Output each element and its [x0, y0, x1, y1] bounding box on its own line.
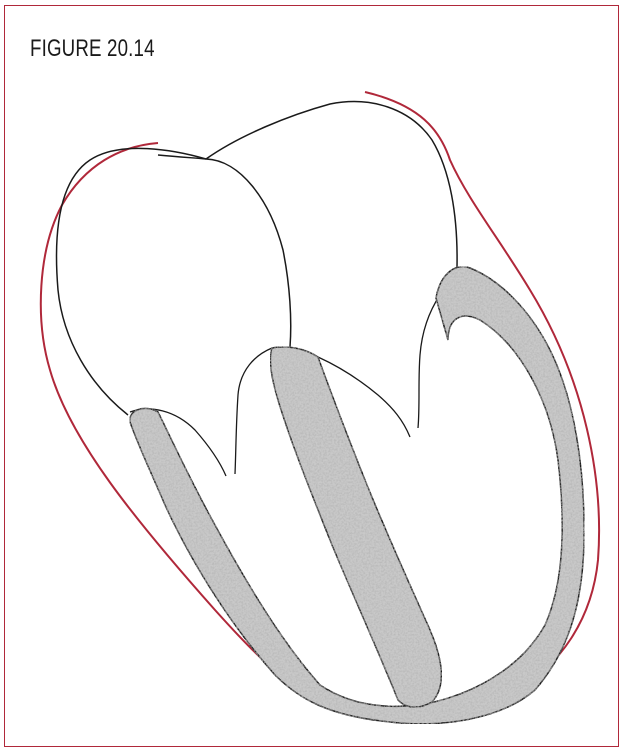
- left-atrium-outline: [206, 102, 457, 267]
- interventricular-septum: [270, 347, 441, 707]
- mitral-leaflet-right: [418, 295, 440, 428]
- right-atrium-outline: [57, 148, 206, 415]
- atrial-septum-line: [158, 155, 291, 347]
- tricuspid-leaflet-right: [235, 348, 272, 474]
